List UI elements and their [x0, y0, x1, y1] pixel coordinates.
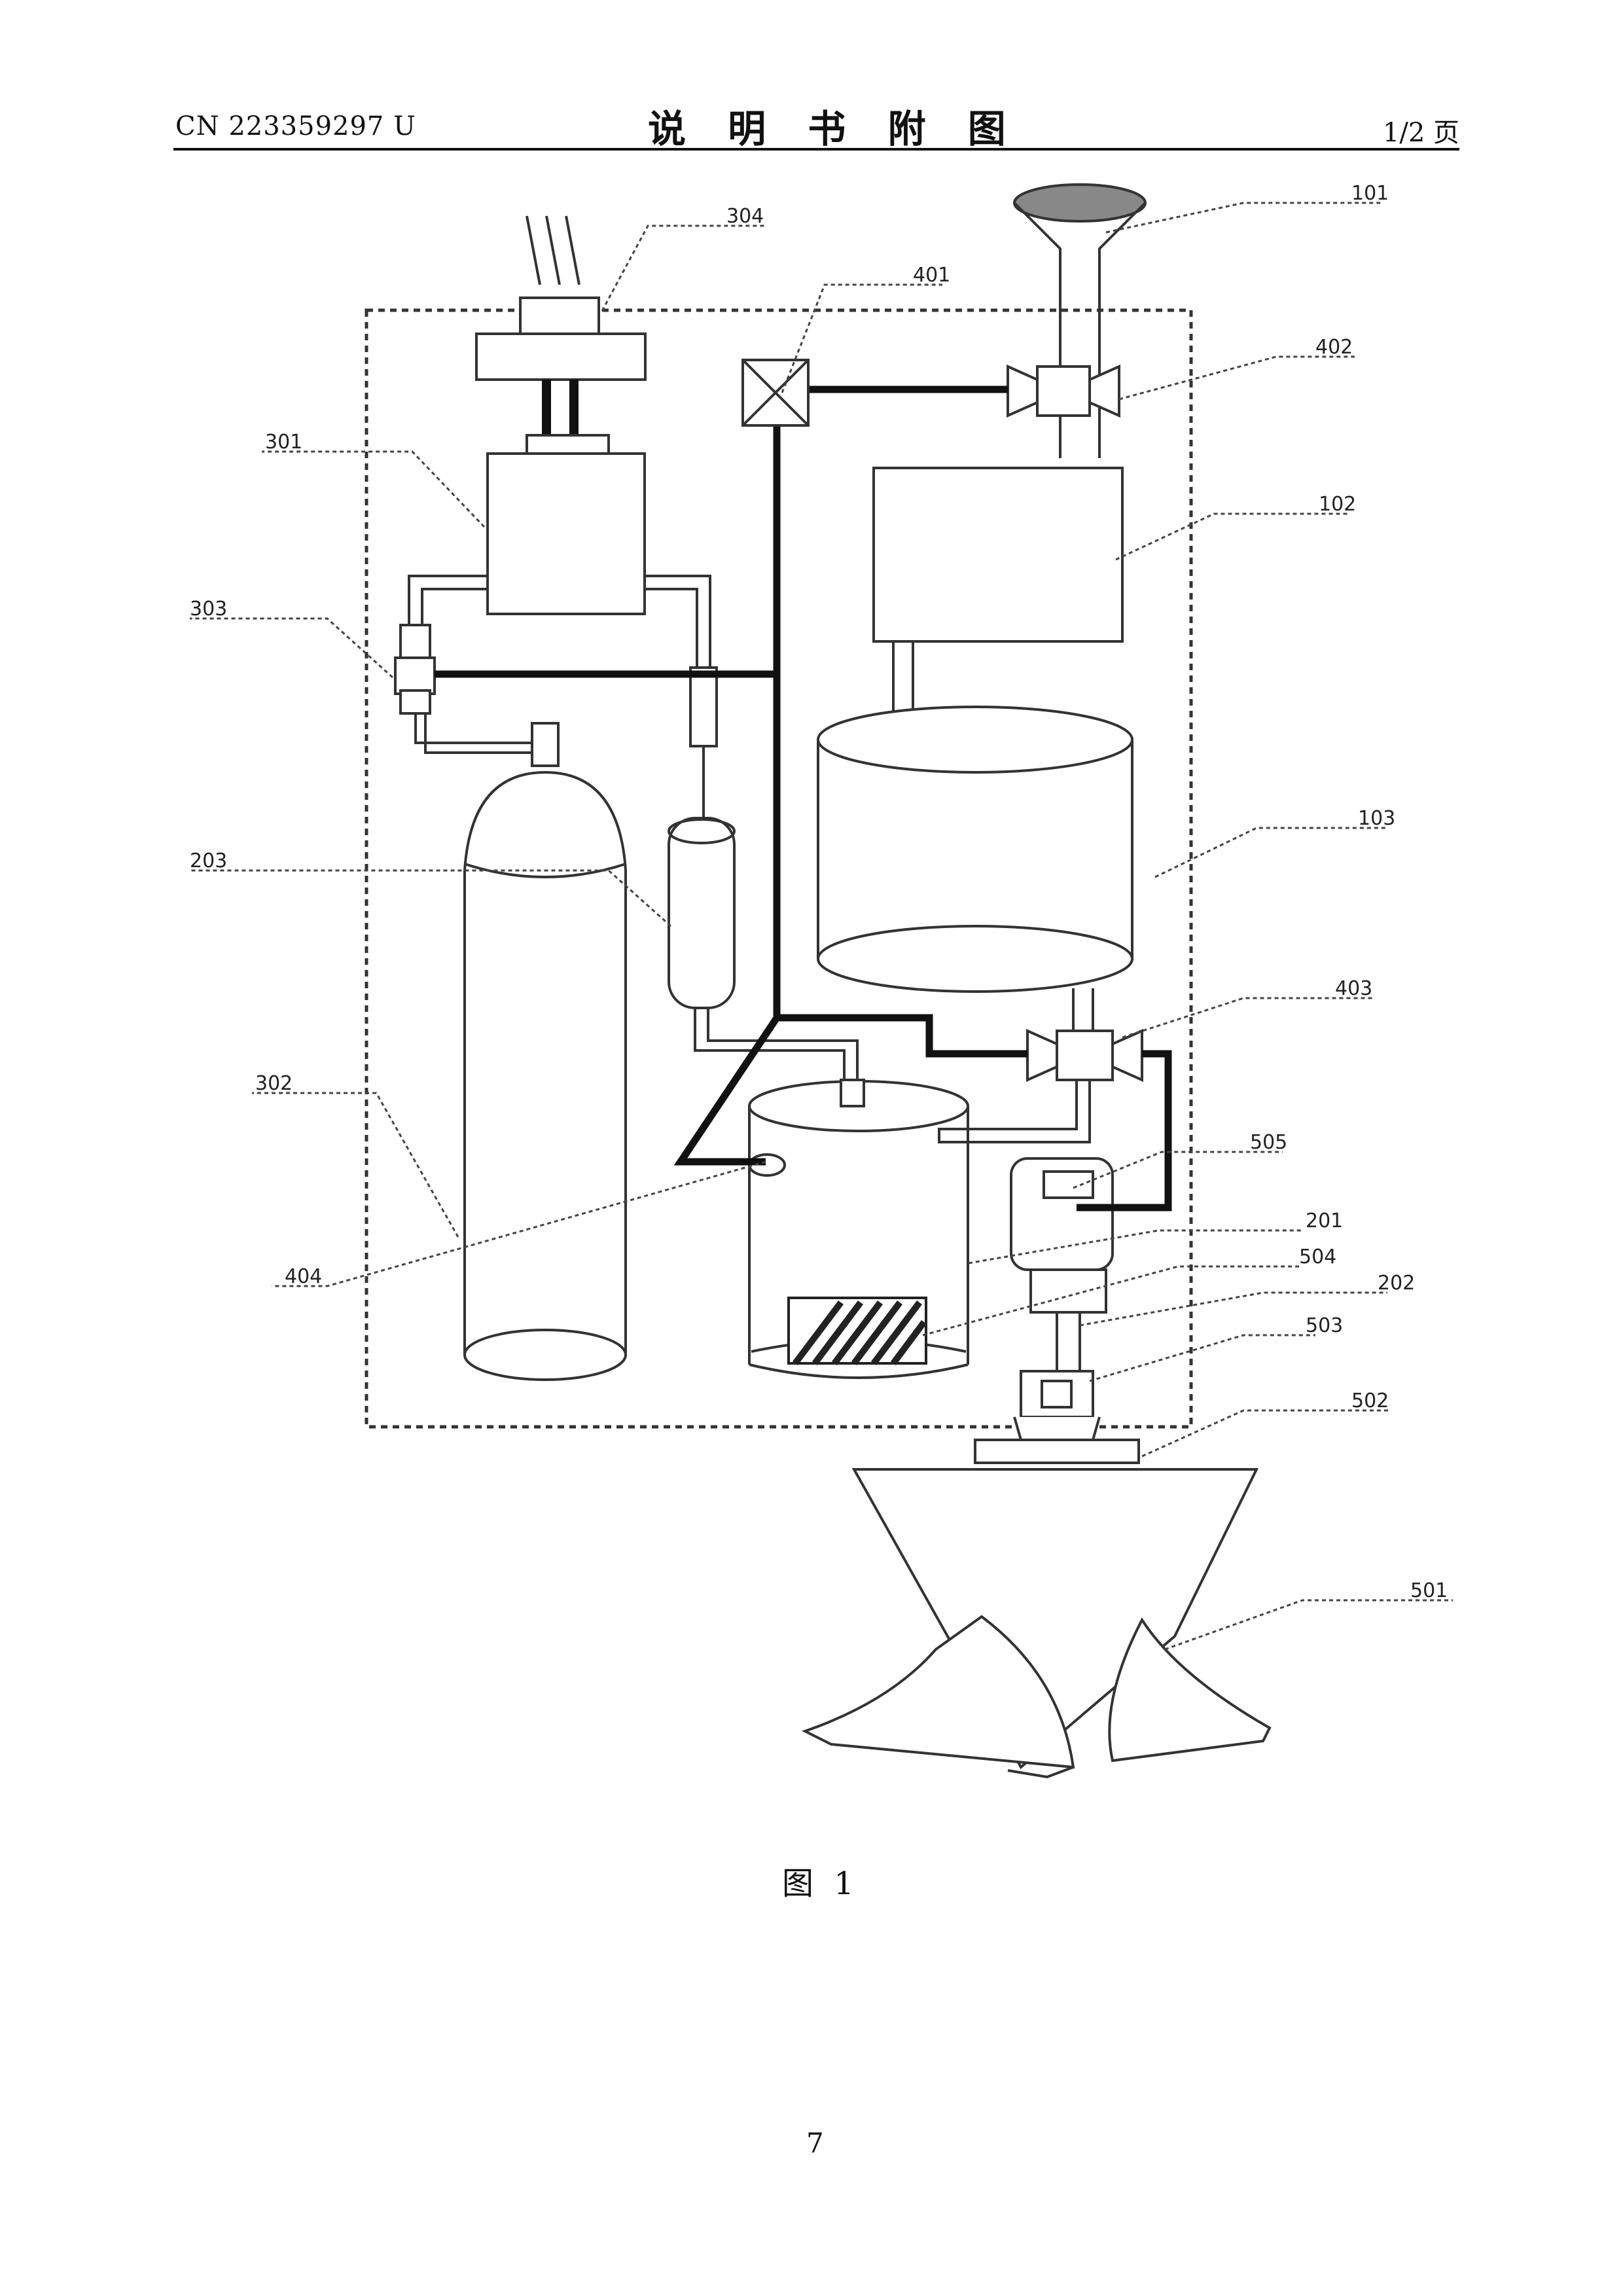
filter-203 [669, 818, 734, 1008]
label-504: 504 [1299, 1246, 1336, 1268]
relay-401 [743, 360, 808, 425]
label-101: 101 [1351, 182, 1389, 205]
fitting-right [690, 668, 717, 746]
label-503: 503 [1306, 1314, 1343, 1337]
label-501: 501 [1410, 1579, 1448, 1602]
label-102: 102 [1319, 493, 1356, 516]
funnel-101 [1014, 185, 1145, 458]
valve-303 [395, 625, 435, 713]
gas-cylinder-302 [465, 723, 626, 1380]
reservoir-103 [818, 707, 1132, 992]
label-103: 103 [1358, 807, 1395, 830]
unit-505 [1011, 1158, 1113, 1312]
label-401: 401 [913, 264, 950, 287]
pump-102 [874, 468, 1122, 641]
label-304: 304 [726, 205, 764, 228]
label-301: 301 [265, 431, 302, 454]
label-203: 203 [190, 850, 227, 872]
leader-lines [190, 203, 1453, 1649]
label-303: 303 [190, 598, 227, 620]
page-number: 7 [806, 2127, 824, 2159]
label-302: 302 [255, 1072, 293, 1095]
label-505: 505 [1250, 1131, 1287, 1154]
label-502: 502 [1351, 1390, 1389, 1412]
propeller-501 [805, 1469, 1270, 1777]
label-403: 403 [1335, 977, 1372, 1000]
fitting-502 [975, 1440, 1139, 1463]
controller-301 [488, 435, 645, 614]
valve-403 [1027, 1031, 1142, 1080]
label-402: 402 [1315, 336, 1353, 359]
label-201: 201 [1306, 1210, 1343, 1232]
valve-402 [1008, 367, 1119, 416]
label-202: 202 [1378, 1272, 1415, 1295]
power-plug-304 [476, 216, 645, 435]
figure-caption: 图 1 [782, 1857, 859, 1903]
tank-201 [749, 1080, 968, 1378]
label-404: 404 [285, 1265, 322, 1288]
